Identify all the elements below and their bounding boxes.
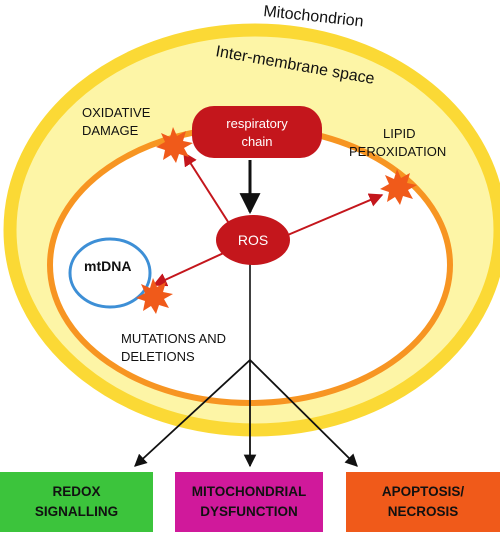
lipid-label-line1: LIPID (383, 126, 416, 141)
mtdna-label: mtDNA (84, 258, 131, 274)
respiratory-chain-line2: chain (241, 134, 272, 149)
oxidative-label-line2: DAMAGE (82, 123, 139, 138)
arrow-to-apoptosis (249, 359, 358, 467)
arrow-ros-to-lipid (282, 193, 384, 238)
redox-line1: REDOX (52, 484, 101, 499)
ros-node (216, 215, 290, 265)
mutations-label-line1: MUTATIONS AND (121, 331, 226, 346)
mutations-label-line2: DELETIONS (121, 349, 195, 364)
arrow-ros-to-oxidative (183, 151, 233, 229)
lipid-label-line2: PEROXIDATION (349, 144, 446, 159)
mito-line1: MITOCHONDRIAL (191, 484, 307, 499)
mito-line2: DYSFUNCTION (200, 504, 298, 519)
redox-line2: SIGNALLING (34, 504, 119, 519)
apoptosis-necrosis-box: APOPTOSIS/ NECROSIS (346, 472, 500, 532)
oxidative-label-line1: OXIDATIVE (82, 105, 151, 120)
respiratory-chain-line1: respiratory (226, 116, 288, 131)
apoptosis-line1: APOPTOSIS/ (381, 484, 465, 499)
ros-label: ROS (238, 232, 268, 248)
apoptosis-line2: NECROSIS (387, 504, 459, 519)
respiratory-chain-box (192, 106, 322, 158)
mitochondrial-dysfunction-box: MITOCHONDRIAL DYSFUNCTION (175, 472, 323, 532)
redox-signalling-box: REDOX SIGNALLING (0, 472, 153, 532)
mtdna-ring (68, 237, 152, 309)
lipid-peroxidation-burst (380, 169, 417, 205)
arrow-to-redox (134, 359, 251, 467)
oxidative-damage-burst (156, 127, 193, 163)
arrow-ros-to-mtdna (152, 250, 229, 287)
mtdna-burst (136, 278, 173, 314)
